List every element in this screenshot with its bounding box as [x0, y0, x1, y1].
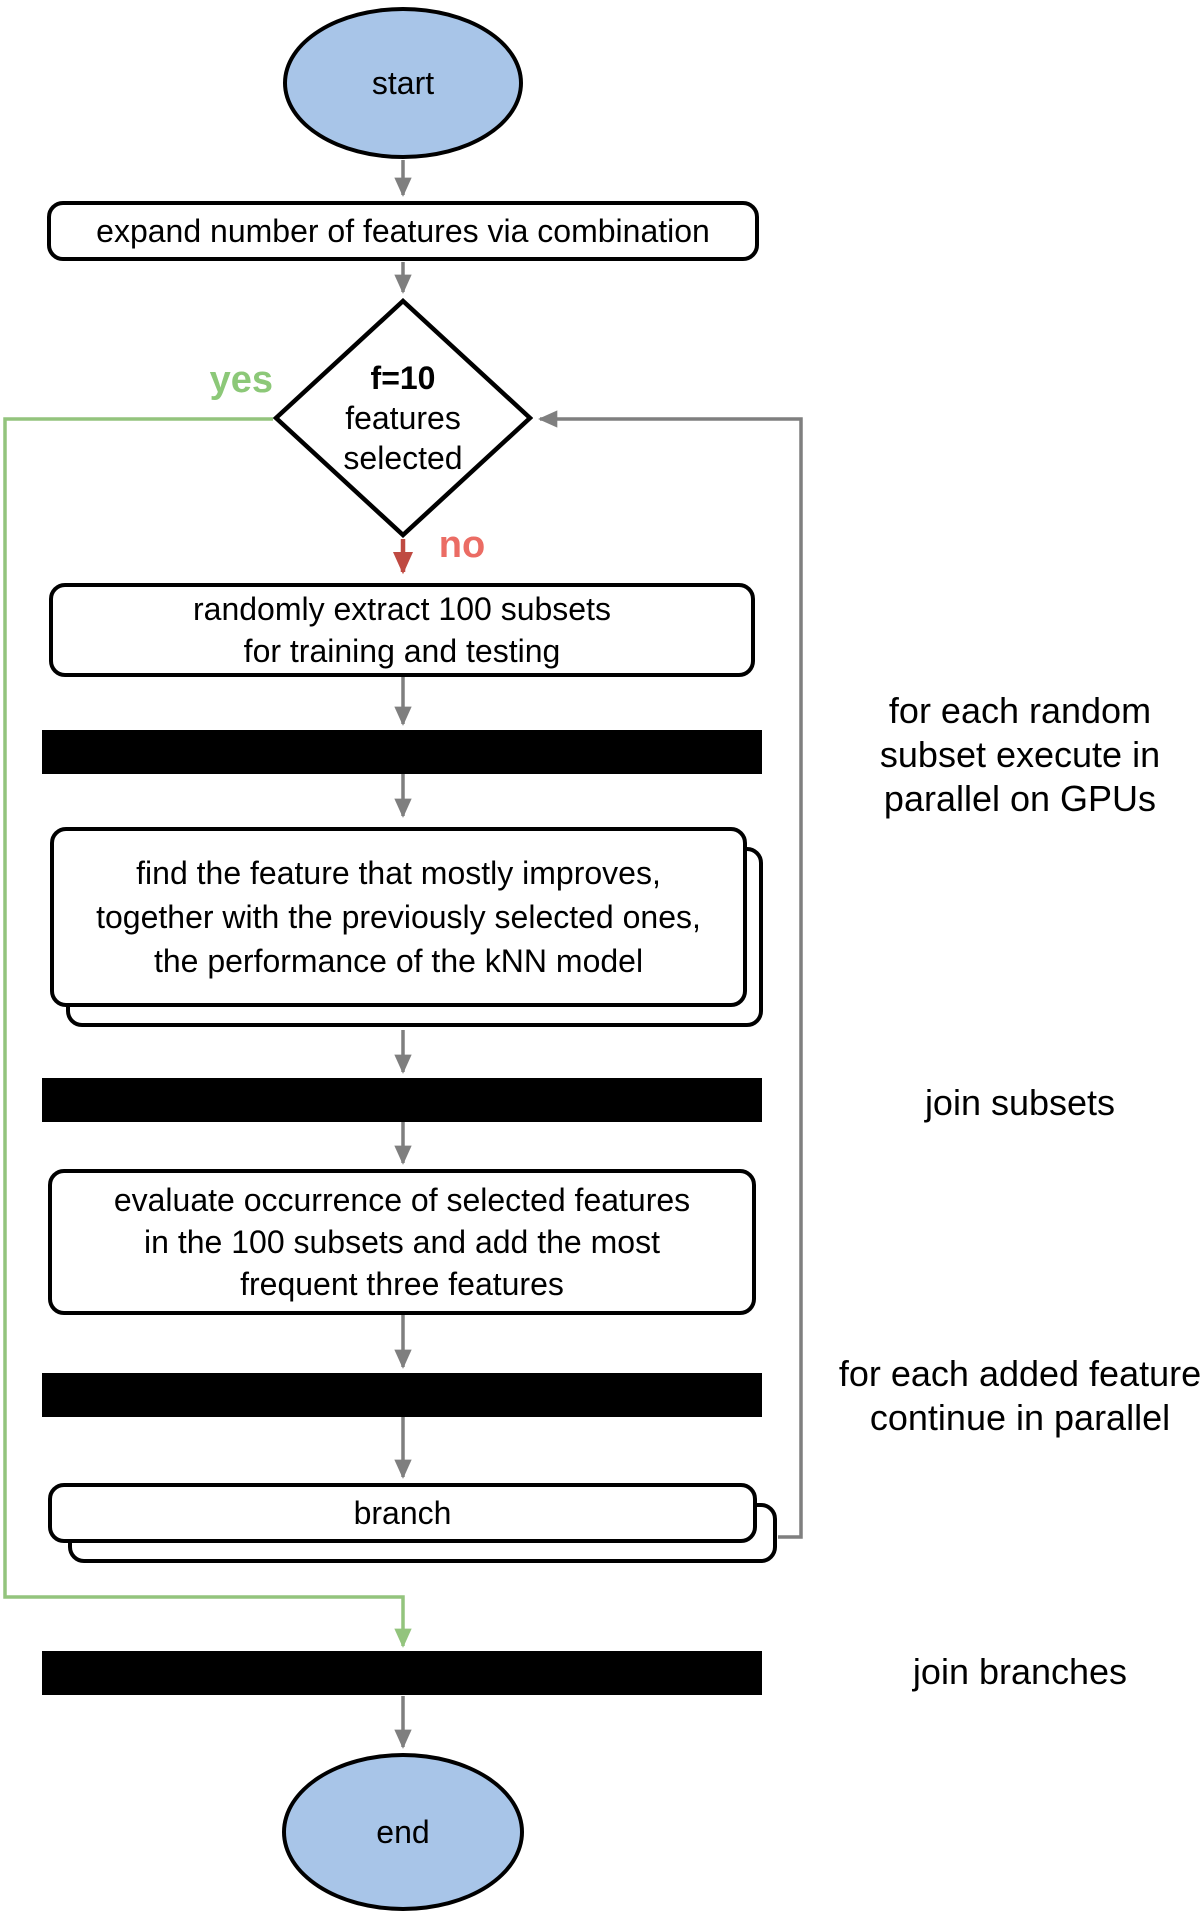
annotation-join-subsets: join subsets — [924, 1082, 1116, 1123]
decision-line-2: features — [345, 400, 461, 436]
find-feature-box: find the feature that mostly improves, t… — [50, 827, 747, 1007]
end-label: end — [376, 1814, 430, 1850]
extract-subsets-node: randomly extract 100 subsets for trainin… — [49, 583, 755, 677]
decision-label: f=10 features selected — [273, 298, 533, 538]
annotation-gpu-line-2: subset execute in — [879, 734, 1161, 775]
annotation-gpu-line-3: parallel on GPUs — [883, 778, 1157, 819]
join-bar-branches — [42, 1651, 762, 1695]
decision-node: f=10 features selected — [272, 297, 534, 539]
yes-path-line — [3, 417, 412, 1648]
expand-features-label: expand number of features via combinatio… — [96, 213, 710, 249]
end-node: end — [282, 1753, 524, 1911]
annotation-added-line-2: continue in parallel — [869, 1397, 1171, 1438]
decision-line-3: selected — [343, 440, 463, 476]
expand-features-node: expand number of features via combinatio… — [47, 201, 759, 261]
start-node: start — [283, 7, 523, 159]
fork-bar-branches — [42, 1373, 762, 1417]
annotation-gpu-parallel: for each random subset execute in parall… — [818, 689, 1200, 821]
extract-line-2: for training and testing — [243, 633, 561, 669]
evaluate-line-1: evaluate occurrence of selected features — [113, 1182, 691, 1218]
fork-bar-gpu — [42, 730, 762, 774]
branch-box: branch — [48, 1483, 757, 1543]
branch-node: branch — [48, 1483, 777, 1563]
decision-diamond-shape — [272, 297, 534, 539]
annotation-added-line-1: for each added feature — [838, 1353, 1200, 1394]
evaluate-line-2: in the 100 subsets and add the most — [144, 1224, 660, 1260]
branch-label: branch — [353, 1495, 452, 1531]
find-line-3: the performance of the kNN model — [153, 943, 644, 979]
no-edge-label: no — [438, 524, 486, 566]
annotation-added-feature: for each added feature continue in paral… — [818, 1352, 1200, 1440]
decision-line-1: f=10 — [370, 360, 436, 396]
yes-edge-label: yes — [209, 359, 273, 401]
start-label: start — [371, 65, 435, 101]
find-line-2: together with the previously selected on… — [96, 899, 701, 935]
feedback-loop-line — [538, 410, 803, 1539]
evaluate-occurrence-node: evaluate occurrence of selected features… — [48, 1169, 756, 1315]
find-line-1: find the feature that mostly improves, — [136, 855, 661, 891]
join-bar-subsets — [42, 1078, 762, 1122]
annotation-join-branches: join branches — [912, 1651, 1128, 1692]
evaluate-line-3: frequent three features — [240, 1266, 564, 1302]
annotation-gpu-line-1: for each random — [888, 690, 1152, 731]
extract-line-1: randomly extract 100 subsets — [193, 591, 611, 627]
find-feature-node: find the feature that mostly improves, t… — [50, 827, 763, 1027]
